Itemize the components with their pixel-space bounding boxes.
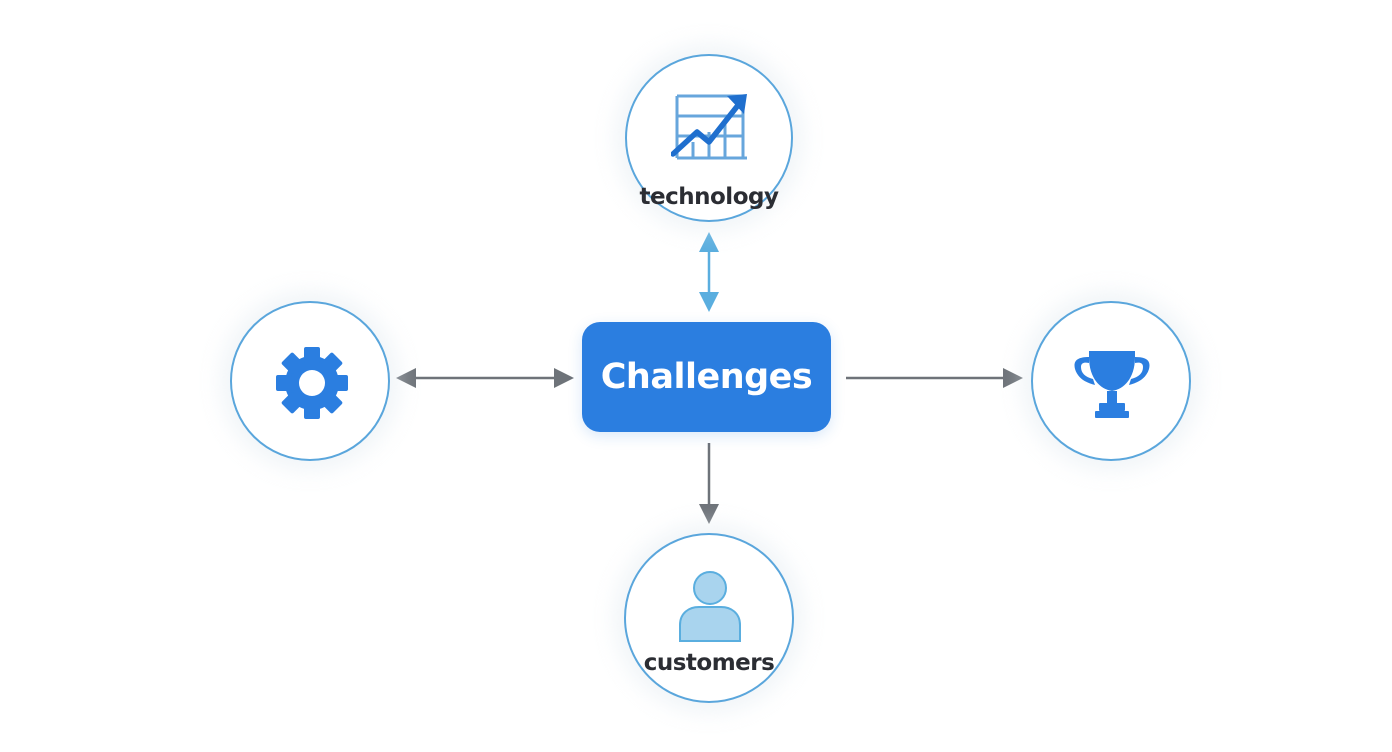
challenges-box[interactable]: Challenges [582, 322, 831, 432]
node-technology[interactable]: technology [625, 54, 793, 222]
challenges-label: Challenges [600, 357, 813, 397]
node-operations[interactable] [230, 301, 390, 461]
node-customers[interactable]: customers [624, 533, 794, 703]
user-icon [679, 571, 741, 642]
technology-label: technology [639, 184, 779, 210]
node-success[interactable] [1031, 301, 1191, 461]
growth-chart-icon [671, 94, 747, 160]
trophy-icon [1074, 351, 1150, 418]
customers-label: customers [643, 650, 775, 676]
gear-icon [276, 347, 348, 419]
